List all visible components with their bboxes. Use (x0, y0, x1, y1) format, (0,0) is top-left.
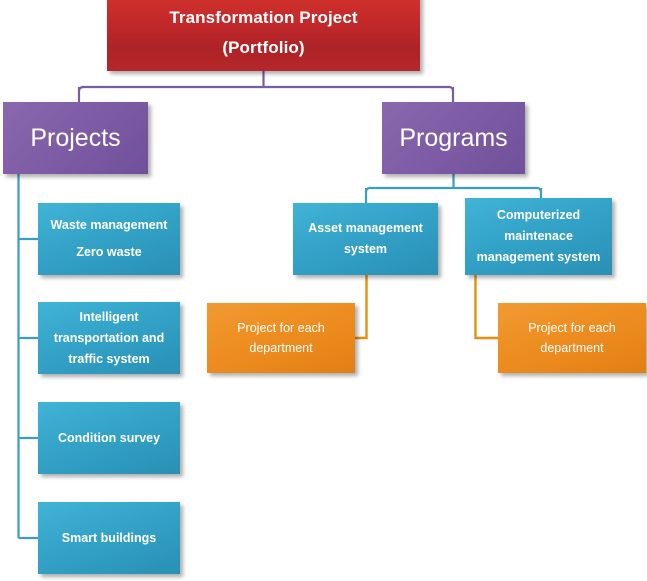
project-node-condition-survey[interactable]: Condition survey (38, 402, 180, 474)
branch-node-programs[interactable]: Programs (382, 102, 525, 174)
program-node-cmms-line-1: Computerized (496, 208, 581, 222)
department-project-node-asset-line-2: department (249, 341, 313, 355)
program-node-asset-management-system-line-2: system (343, 242, 388, 256)
connector-asset-to-project (355, 275, 368, 340)
project-node-intelligent-transportation-line-1: Intelligent (79, 309, 139, 324)
department-project-node-asset-line-1: Project for each (237, 321, 325, 335)
project-node-smart-buildings-line-1: Smart buildings (61, 530, 157, 545)
program-node-cmms-line-2: maintenace (504, 229, 573, 243)
department-project-node-cmms[interactable]: Project for each department (498, 303, 646, 373)
program-node-asset-management-system-line-1: Asset management (308, 221, 423, 235)
project-node-waste-management-line-1: Waste management (50, 218, 168, 232)
root-node-line-1: Transformation Project (169, 7, 358, 27)
branch-node-projects-label: Projects (30, 124, 121, 152)
project-node-condition-survey-line-1: Condition survey (57, 430, 161, 445)
connector-root-to-branches (77, 71, 455, 102)
program-node-computerized-maintenance-management-system[interactable]: Computerized maintenace management syste… (465, 198, 612, 275)
connector-programs-branch (364, 174, 543, 203)
project-node-waste-management[interactable]: Waste management Zero waste (38, 203, 180, 275)
project-node-waste-management-line-2: Zero waste (76, 245, 142, 259)
program-node-asset-management-system[interactable]: Asset management system (293, 203, 438, 275)
root-node-transformation-project[interactable]: Transformation Project (Portfolio) (107, 0, 420, 71)
project-node-smart-buildings[interactable]: Smart buildings (38, 502, 180, 574)
department-project-node-cmms-line-1: Project for each (528, 321, 616, 335)
project-node-intelligent-transportation-line-3: traffic system (68, 351, 150, 366)
project-node-intelligent-transportation[interactable]: Intelligent transportation and traffic s… (38, 302, 180, 374)
project-node-intelligent-transportation-line-2: transportation and (53, 330, 165, 345)
program-node-cmms-line-3: management system (476, 250, 601, 264)
root-node-line-2: (Portfolio) (222, 37, 305, 57)
branch-node-programs-label: Programs (399, 124, 508, 152)
department-project-node-asset[interactable]: Project for each department (207, 303, 355, 373)
connector-cmms-to-project (474, 275, 498, 340)
branch-node-projects[interactable]: Projects (3, 102, 148, 174)
department-project-node-cmms-line-2: department (540, 341, 604, 355)
connector-projects-spine (17, 174, 38, 540)
